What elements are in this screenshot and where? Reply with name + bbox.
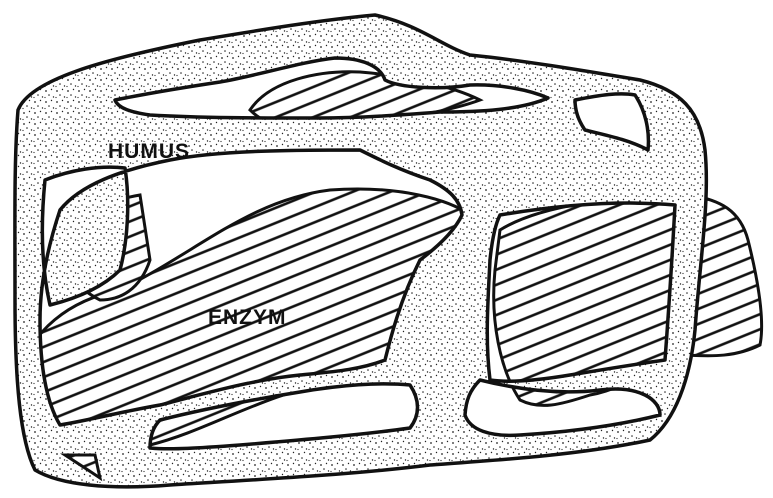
humus-label: HUMUS <box>108 140 190 163</box>
enzym-label: ENZYM <box>208 306 287 329</box>
